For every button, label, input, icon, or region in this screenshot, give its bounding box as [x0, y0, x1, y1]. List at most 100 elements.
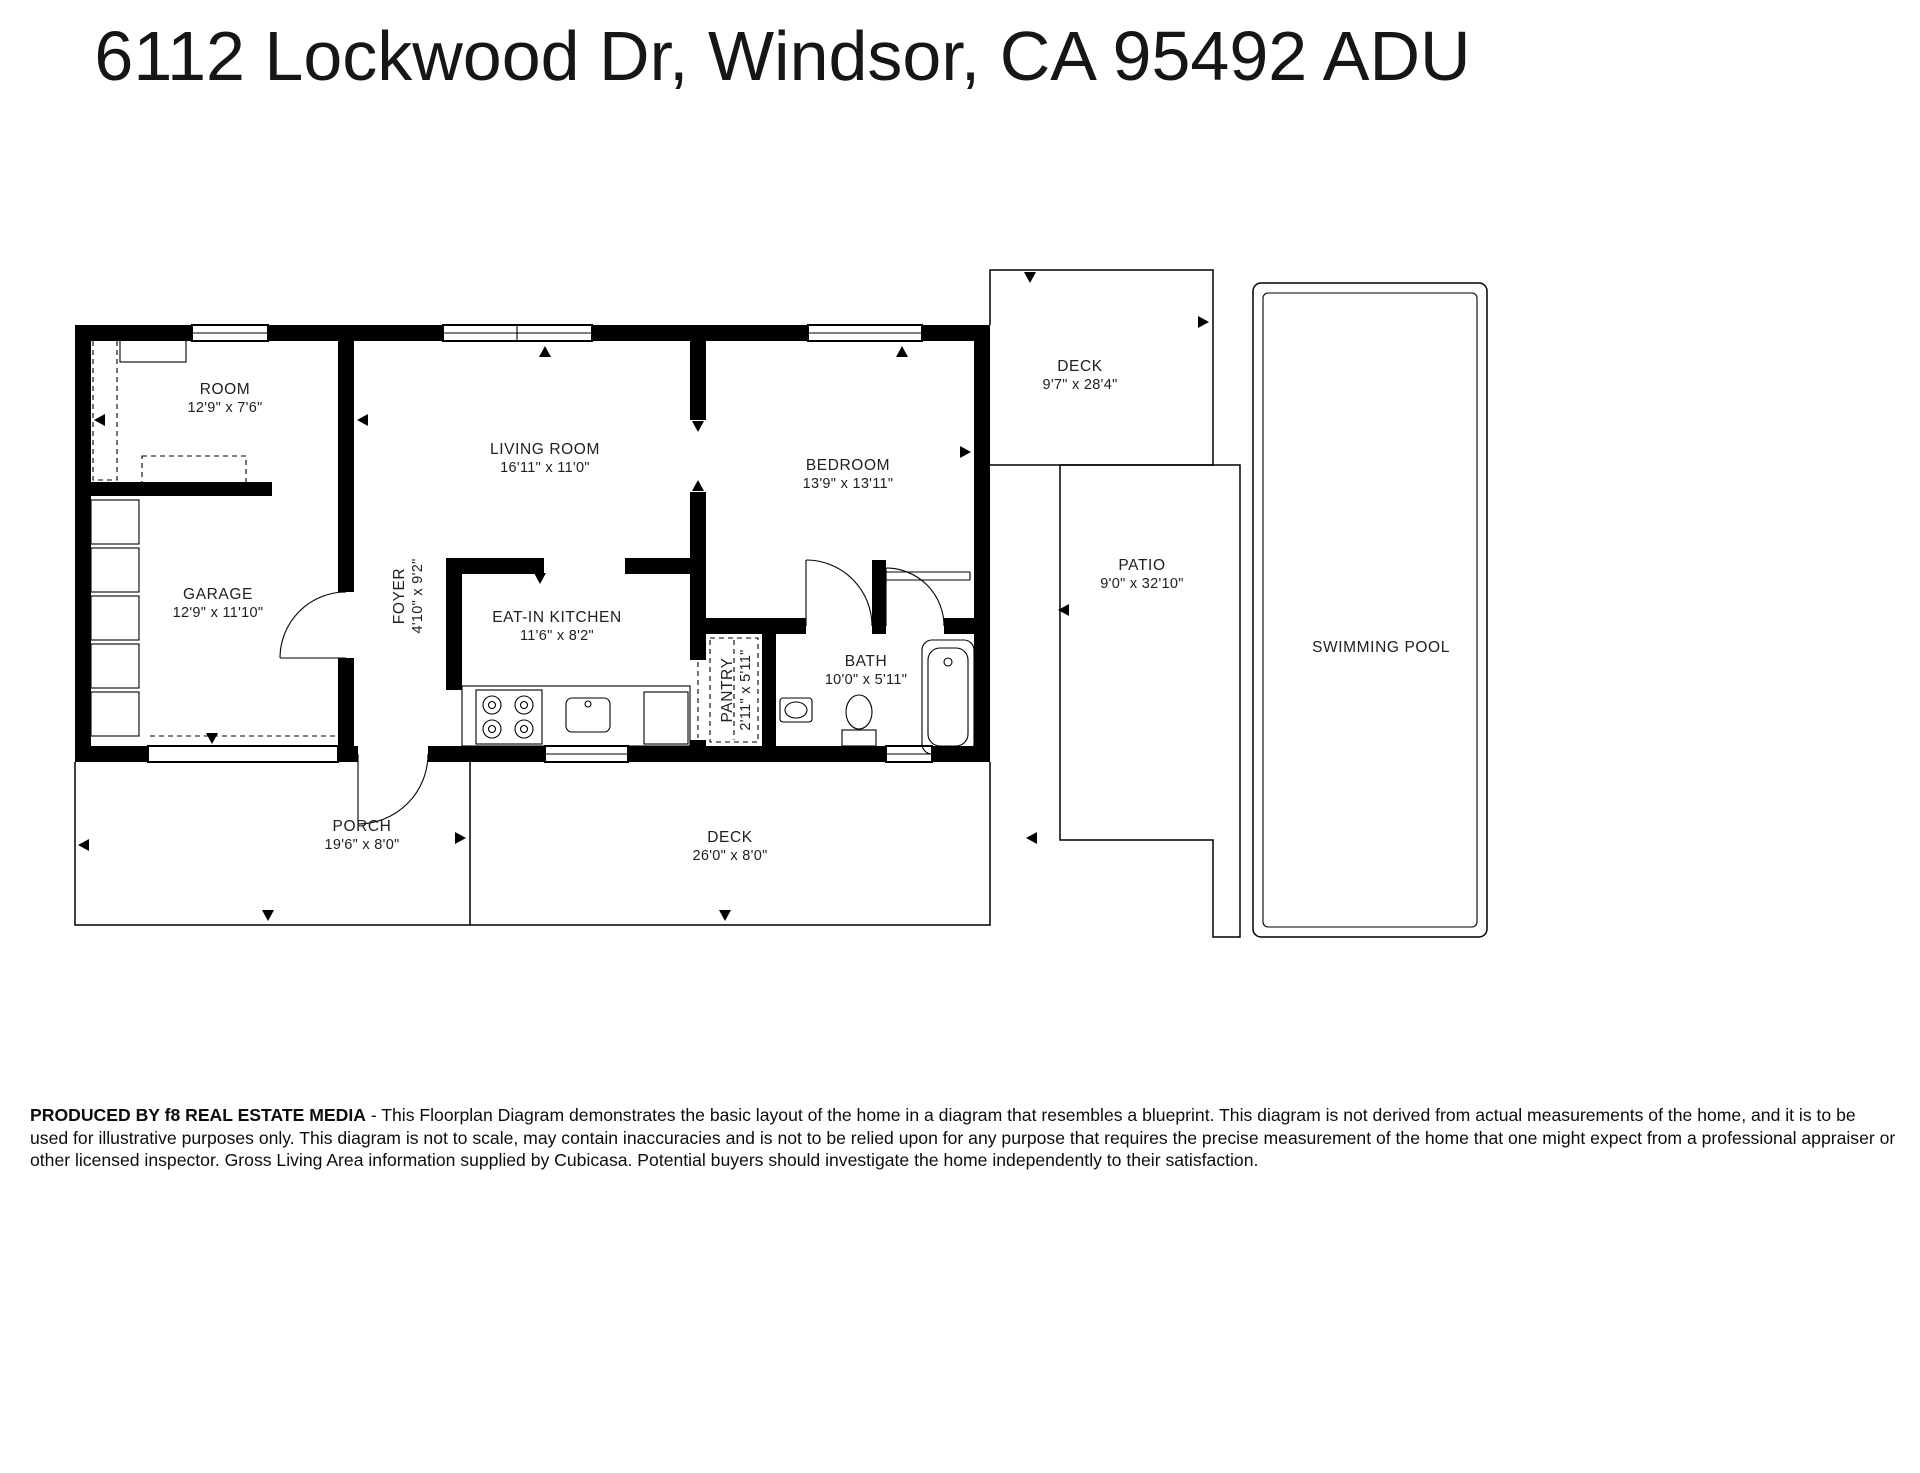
wall [268, 325, 443, 341]
room-name: BATH [845, 653, 888, 670]
burner-icon [482, 695, 502, 715]
room-dims: 13'9" x 13'11" [803, 476, 894, 492]
burner-icon [487, 700, 497, 710]
room-dims: 12'9" x 11'10" [173, 605, 264, 621]
furniture-outline [141, 455, 247, 485]
room-label-porch: PORCH 19'6" x 8'0" [324, 818, 399, 853]
wall [922, 325, 990, 341]
burner-icon [519, 724, 529, 734]
wall [628, 746, 886, 762]
room-name: GARAGE [183, 586, 253, 603]
wall [872, 618, 886, 634]
tub-outer [921, 639, 975, 755]
wall [446, 558, 462, 690]
doors-layer [279, 559, 945, 825]
stove [475, 689, 543, 745]
marker-icon [357, 414, 368, 426]
marker-icon [1026, 832, 1037, 844]
kitchen-sink [565, 697, 611, 733]
room-name: FOYER [391, 568, 408, 624]
wall [91, 482, 272, 496]
wall [75, 325, 91, 762]
stove-outline [475, 689, 543, 745]
marker-icon [1024, 272, 1036, 283]
tub-inner [927, 647, 969, 747]
burner-icon [519, 700, 529, 710]
room-dims: 19'6" x 8'0" [324, 837, 399, 853]
room-closets [92, 337, 247, 485]
shelf [90, 499, 140, 545]
burner-icon [487, 724, 497, 734]
tub-drain [943, 657, 953, 667]
marker-icon [262, 910, 274, 921]
room-label-living: LIVING ROOM 16'11" x 11'0" [490, 441, 600, 476]
disclaimer-text: - This Floorplan Diagram demonstrates th… [30, 1105, 1896, 1171]
marker-icon [206, 733, 218, 744]
pool-outer [1252, 282, 1488, 938]
closet-outline [92, 337, 118, 481]
porch-deck-outline [74, 762, 991, 926]
room-label-deck-top: DECK 9'7" x 28'4" [1042, 358, 1117, 393]
shelf [90, 595, 140, 641]
shelf [90, 547, 140, 593]
toilet-bowl [845, 694, 873, 730]
wall [690, 618, 806, 634]
door-swing-arc [279, 591, 347, 659]
toilet-tank [841, 729, 877, 747]
bedroom-closet [885, 571, 971, 581]
labels-layer: ROOM 12'9" x 7'6" GARAGE 12'9" x 11'10" … [173, 358, 1450, 864]
wall [338, 325, 354, 592]
outdoor-areas [74, 269, 1488, 938]
page-title: 6112 Lockwood Dr, Windsor, CA 95492 ADU [94, 17, 1471, 95]
wall [690, 740, 706, 762]
wall [446, 558, 544, 574]
room-label-kitchen: EAT-IN KITCHEN 11'6" x 8'2" [492, 609, 622, 644]
burner-icon [482, 719, 502, 739]
room-label-deck-bottom: DECK 26'0" x 8'0" [692, 829, 767, 864]
kitchen-counter [461, 685, 691, 747]
marker-icon [539, 346, 551, 357]
wall [625, 558, 706, 574]
room-dims: 9'7" x 28'4" [1042, 377, 1117, 393]
sink-basin [784, 701, 808, 719]
refrigerator [643, 691, 689, 745]
room-name: SWIMMING POOL [1312, 639, 1450, 656]
patio-outline [1059, 464, 1241, 938]
pool-inner [1262, 292, 1478, 928]
marker-icon [534, 573, 546, 584]
walls-layer [75, 325, 990, 762]
room-label-pantry: PANTRY 2'11" x 5'11" [719, 649, 754, 730]
disclaimer-producer: PRODUCED BY f8 REAL ESTATE MEDIA [30, 1105, 366, 1125]
wall [428, 746, 545, 762]
room-label-bath: BATH 10'0" x 5'11" [825, 653, 907, 688]
room-dims: 2'11" x 5'11" [738, 649, 754, 730]
closet-lines [885, 571, 971, 581]
bath-sink [779, 697, 813, 723]
room-name: LIVING ROOM [490, 441, 600, 458]
marker-icon [719, 910, 731, 921]
marker-icon [960, 446, 971, 458]
shelf [90, 643, 140, 689]
room-name: PATIO [1118, 557, 1165, 574]
room-dims: 16'11" x 11'0" [500, 460, 590, 476]
wall [974, 325, 990, 762]
wall [872, 560, 886, 618]
door-swing-arc [805, 559, 873, 627]
room-dims: 12'9" x 7'6" [187, 400, 262, 416]
marker-icon [692, 421, 704, 432]
door-swing-arc [357, 753, 429, 825]
room-label-bedroom: BEDROOM 13'9" x 13'11" [803, 457, 894, 492]
pantry-shelves [709, 637, 759, 743]
room-name: EAT-IN KITCHEN [492, 609, 622, 626]
marker-icon [455, 832, 466, 844]
marker-icon [78, 839, 89, 851]
disclaimer: PRODUCED BY f8 REAL ESTATE MEDIA - This … [30, 1104, 1898, 1172]
cabinet-outline [119, 337, 187, 363]
wall [75, 746, 148, 762]
burner-icon [514, 695, 534, 715]
wall [690, 325, 706, 420]
room-label-room: ROOM 12'9" x 7'6" [187, 381, 262, 416]
room-name: PANTRY [719, 657, 736, 722]
room-dims: 9'0" x 32'10" [1100, 576, 1183, 592]
marker-icon [1198, 316, 1209, 328]
